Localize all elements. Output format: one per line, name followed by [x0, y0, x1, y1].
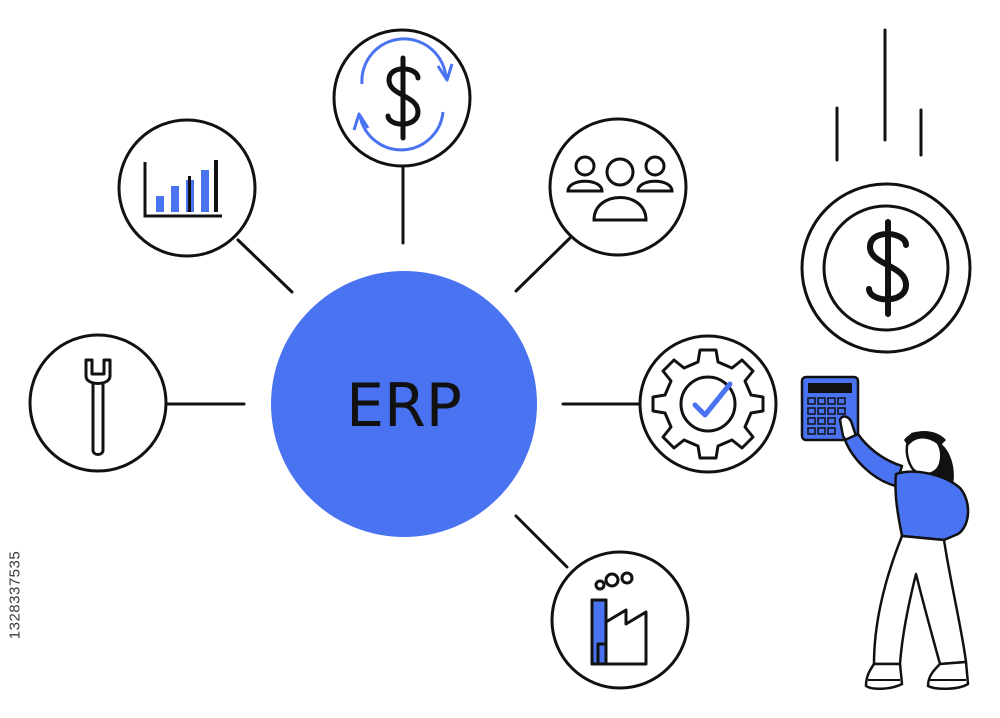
hub-circle	[271, 271, 537, 537]
connector-factory	[514, 514, 569, 569]
wrench-icon	[84, 358, 112, 456]
node-process	[638, 334, 778, 474]
factory-icon	[590, 571, 648, 666]
woman-with-calculator	[800, 375, 970, 690]
node-people	[548, 117, 688, 257]
connectors	[164, 166, 642, 569]
node-manufacturing	[550, 550, 690, 690]
stock-id-watermark: 1328337535	[0, 475, 30, 715]
motion-lines	[835, 28, 923, 162]
dollar-coin-icon	[800, 182, 972, 354]
bar-chart-icon	[143, 160, 222, 218]
hub-label: ERP	[346, 371, 462, 441]
team-icon	[566, 155, 674, 222]
connector-team	[514, 236, 572, 293]
stock-id-text: 1328337535	[6, 550, 24, 640]
node-analytics	[117, 118, 257, 258]
connector-chart	[236, 238, 294, 294]
gear-check-icon	[651, 348, 765, 460]
node-finance	[332, 28, 472, 168]
erp-hub: ERP	[271, 271, 537, 537]
currency-exchange-icon	[352, 37, 454, 152]
node-maintenance	[28, 333, 168, 473]
